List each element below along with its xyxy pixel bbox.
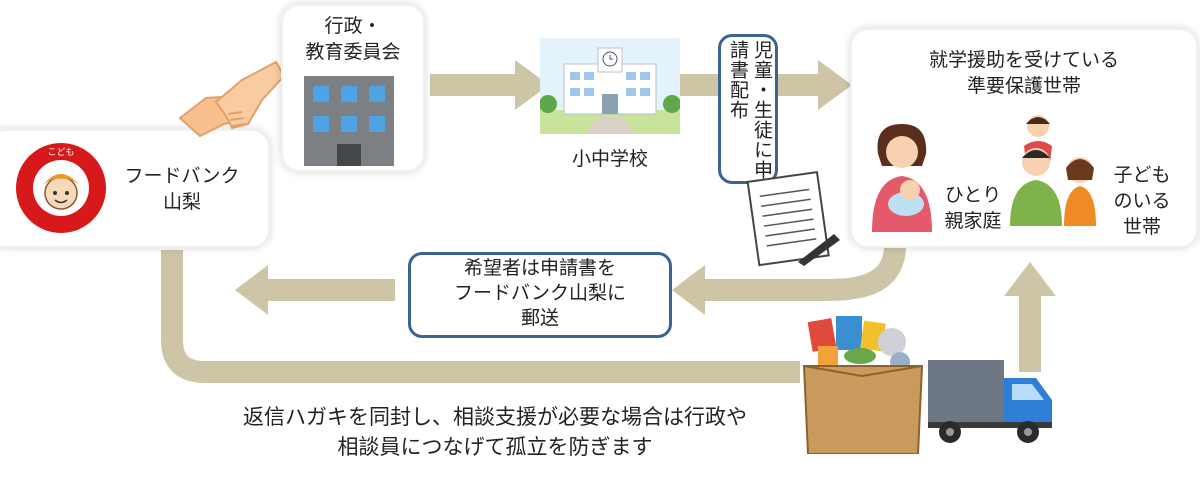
- children-household-line3: 世帯: [1122, 216, 1161, 238]
- foodbank-name: フードバンク 山梨: [112, 163, 252, 215]
- mail-line3: 郵送: [520, 307, 559, 329]
- logo-text-top: こども: [47, 147, 74, 158]
- single-parent-line2: 親家庭: [944, 210, 1002, 232]
- households-title: 就学援助を受けている 準要保護世帯: [852, 47, 1196, 99]
- distribution-label: 児童・生徒に申請書配布: [727, 40, 773, 180]
- foodbank-name-line1: フードバンク: [124, 165, 240, 187]
- mother-with-baby-icon: [872, 124, 932, 232]
- distribution-box: [718, 34, 778, 184]
- food-box-icon: [802, 316, 924, 454]
- mail-line2: フードバンク山梨に: [454, 282, 626, 304]
- gov-label-line2: 教育委員会: [305, 41, 401, 63]
- children-household-label: 子ども のいる 世帯: [1100, 162, 1184, 240]
- children-household-line1: 子ども: [1113, 164, 1171, 186]
- households-title-line2: 準要保護世帯: [966, 75, 1081, 97]
- arrowhead-to-foodbank: [235, 265, 268, 315]
- arrow-foodbank-to-delivery: [161, 250, 800, 383]
- school-icon: [540, 38, 680, 134]
- delivery-truck-icon: [928, 360, 1052, 443]
- single-parent-line1: ひとり: [944, 184, 1002, 206]
- gov-label: 行政・ 教育委員会: [283, 13, 423, 65]
- mail-box: [408, 252, 672, 338]
- arrow-households-to-mail: [705, 244, 906, 301]
- foodbank-name-line2: 山梨: [162, 191, 201, 213]
- handshake-icon: [178, 60, 286, 138]
- arrowhead-up-to-households: [1004, 262, 1056, 296]
- school-label: 小中学校: [571, 148, 648, 170]
- footer-text: 返信ハガキを同封し、相談支援が必要な場合は行政や 相談員につなげて孤立を防ぎます: [150, 402, 840, 462]
- footer-line2: 相談員につなげて孤立を防ぎます: [337, 435, 653, 459]
- children-household-line2: のいる: [1113, 190, 1171, 212]
- households-title-line1: 就学援助を受けている: [928, 49, 1119, 71]
- government-building-icon: [304, 76, 394, 166]
- single-parent-label: ひとり 親家庭: [936, 182, 1010, 234]
- mail-label: 希望者は申請書を フードバンク山梨に 郵送: [408, 256, 672, 331]
- footer-line1: 返信ハガキを同封し、相談支援が必要な場合は行政や: [243, 405, 747, 429]
- application-form-icon: [746, 171, 840, 267]
- mail-line1: 希望者は申請書を: [463, 257, 616, 279]
- arrowhead-to-school: [515, 60, 549, 110]
- family-icon: [1010, 115, 1096, 226]
- arrowhead-to-mail: [672, 265, 705, 315]
- arrowhead-to-households: [818, 60, 852, 110]
- foodbank-logo: こども: [16, 143, 106, 233]
- gov-label-line1: 行政・: [324, 15, 382, 37]
